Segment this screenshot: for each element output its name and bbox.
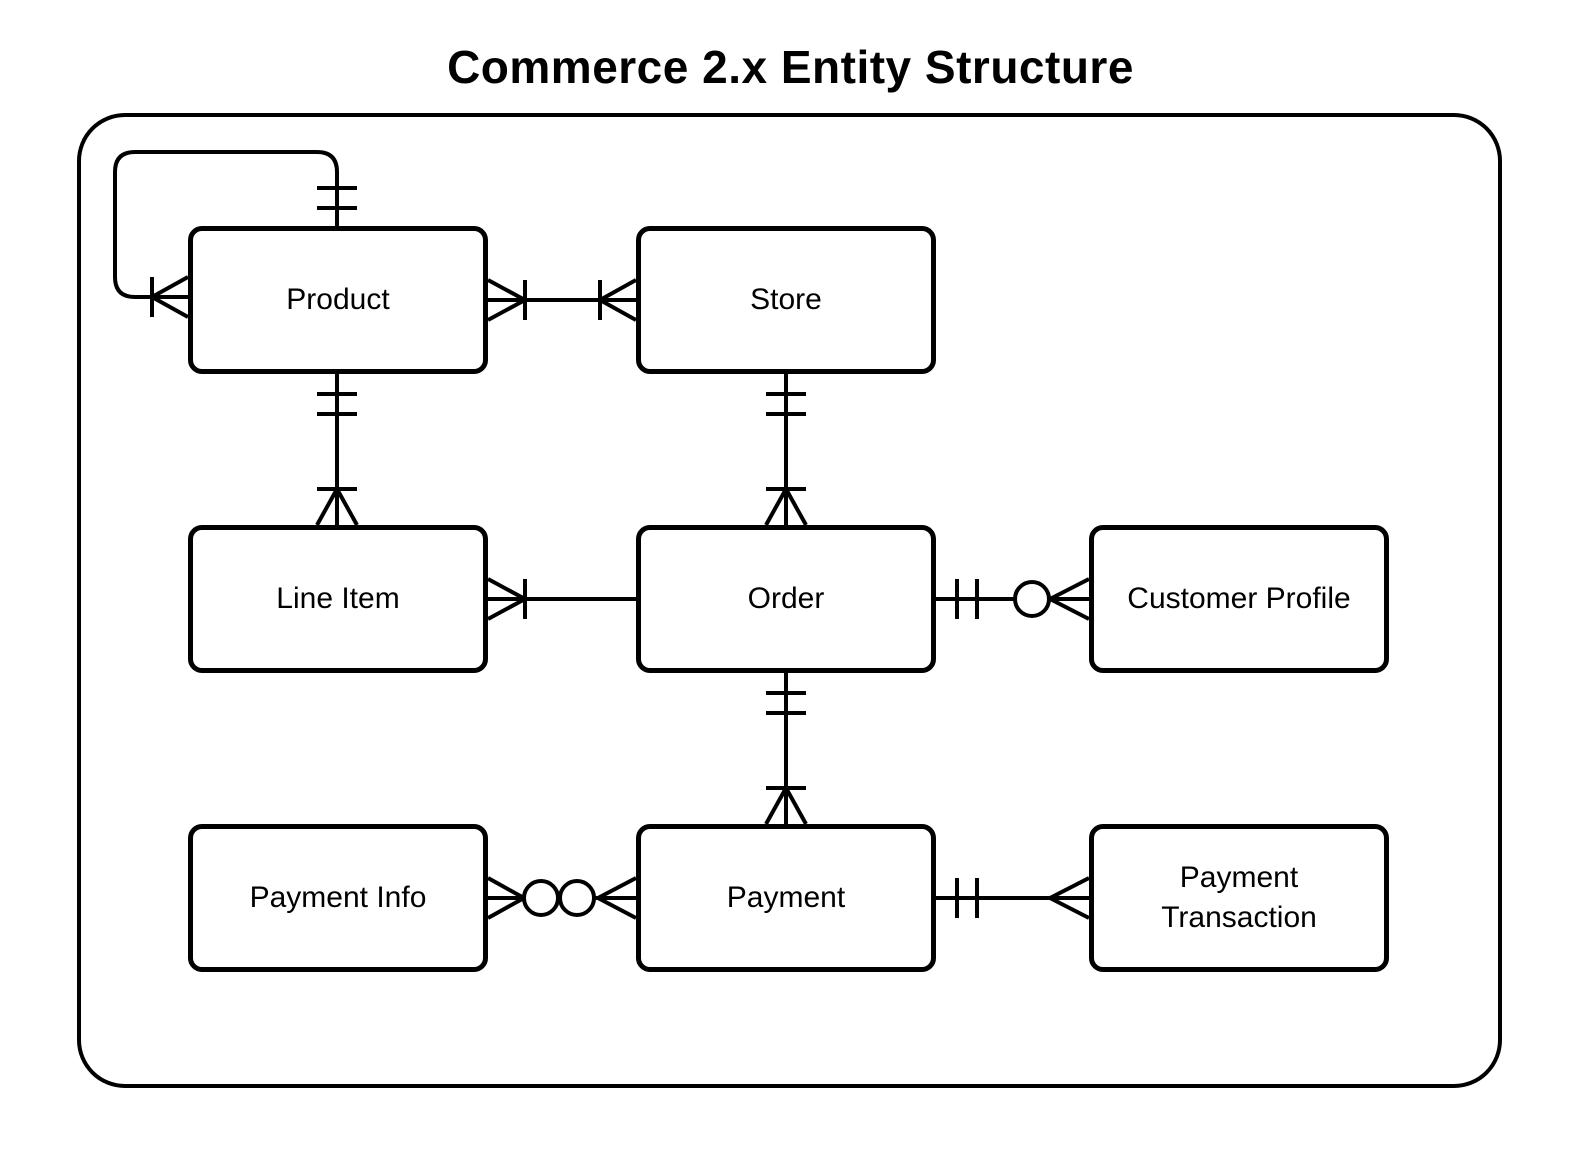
rel-store-order — [764, 374, 808, 526]
cardinality-exactly-one — [317, 186, 357, 210]
entity-product: Product — [188, 226, 488, 374]
entity-payment-transaction: Payment Transaction — [1089, 824, 1389, 972]
entity-payment: Payment — [636, 824, 936, 972]
entity-label: Store — [750, 283, 822, 317]
rel-payment-paymenttransaction — [936, 876, 1090, 920]
entity-payment-info: Payment Info — [188, 824, 488, 972]
entity-label: Payment Info — [249, 881, 427, 915]
diagram-frame — [77, 113, 1502, 1088]
cardinality-zero-circle — [1013, 580, 1051, 618]
crows-foot-left — [487, 876, 525, 920]
cardinality-exactly-one — [955, 579, 979, 619]
entity-customer-profile: Customer Profile — [1089, 525, 1389, 673]
cardinality-exactly-one — [766, 392, 806, 416]
entity-label: Line Item — [276, 582, 400, 616]
crows-foot — [764, 488, 808, 526]
crows-foot — [764, 787, 808, 825]
crows-foot-one-right — [598, 278, 637, 322]
cardinality-zero-circle — [558, 879, 596, 917]
rel-order-customerprofile — [936, 577, 1090, 621]
crows-foot — [315, 488, 359, 526]
rel-order-payment — [764, 673, 808, 825]
entity-label: Customer Profile — [1127, 582, 1351, 616]
entity-label: Order — [747, 582, 825, 616]
crows-foot-one — [487, 577, 527, 621]
connector-line — [113, 150, 339, 299]
crows-foot — [151, 275, 189, 319]
rel-product-store — [487, 278, 637, 322]
crows-foot-one-left — [487, 278, 527, 322]
entity-label: Payment — [726, 881, 846, 915]
entity-label: Product — [286, 283, 390, 317]
crows-foot — [1049, 577, 1090, 621]
diagram-title: Commerce 2.x Entity Structure — [447, 41, 1134, 93]
crows-foot-right — [597, 876, 637, 920]
cardinality-exactly-one — [317, 392, 357, 416]
cardinality-exactly-one — [955, 878, 979, 918]
entity-label: Payment Transaction — [1161, 861, 1317, 934]
crows-foot — [1049, 876, 1090, 920]
cardinality-exactly-one — [766, 691, 806, 715]
cardinality-zero-circle — [522, 879, 560, 917]
rel-lineitem-order — [487, 577, 636, 621]
entity-order: Order — [636, 525, 936, 673]
rel-product-self — [113, 150, 357, 319]
rel-paymentinfo-payment — [487, 876, 637, 920]
rel-product-lineitem — [315, 374, 359, 526]
entity-line-item: Line Item — [188, 525, 488, 673]
entity-store: Store — [636, 226, 936, 374]
